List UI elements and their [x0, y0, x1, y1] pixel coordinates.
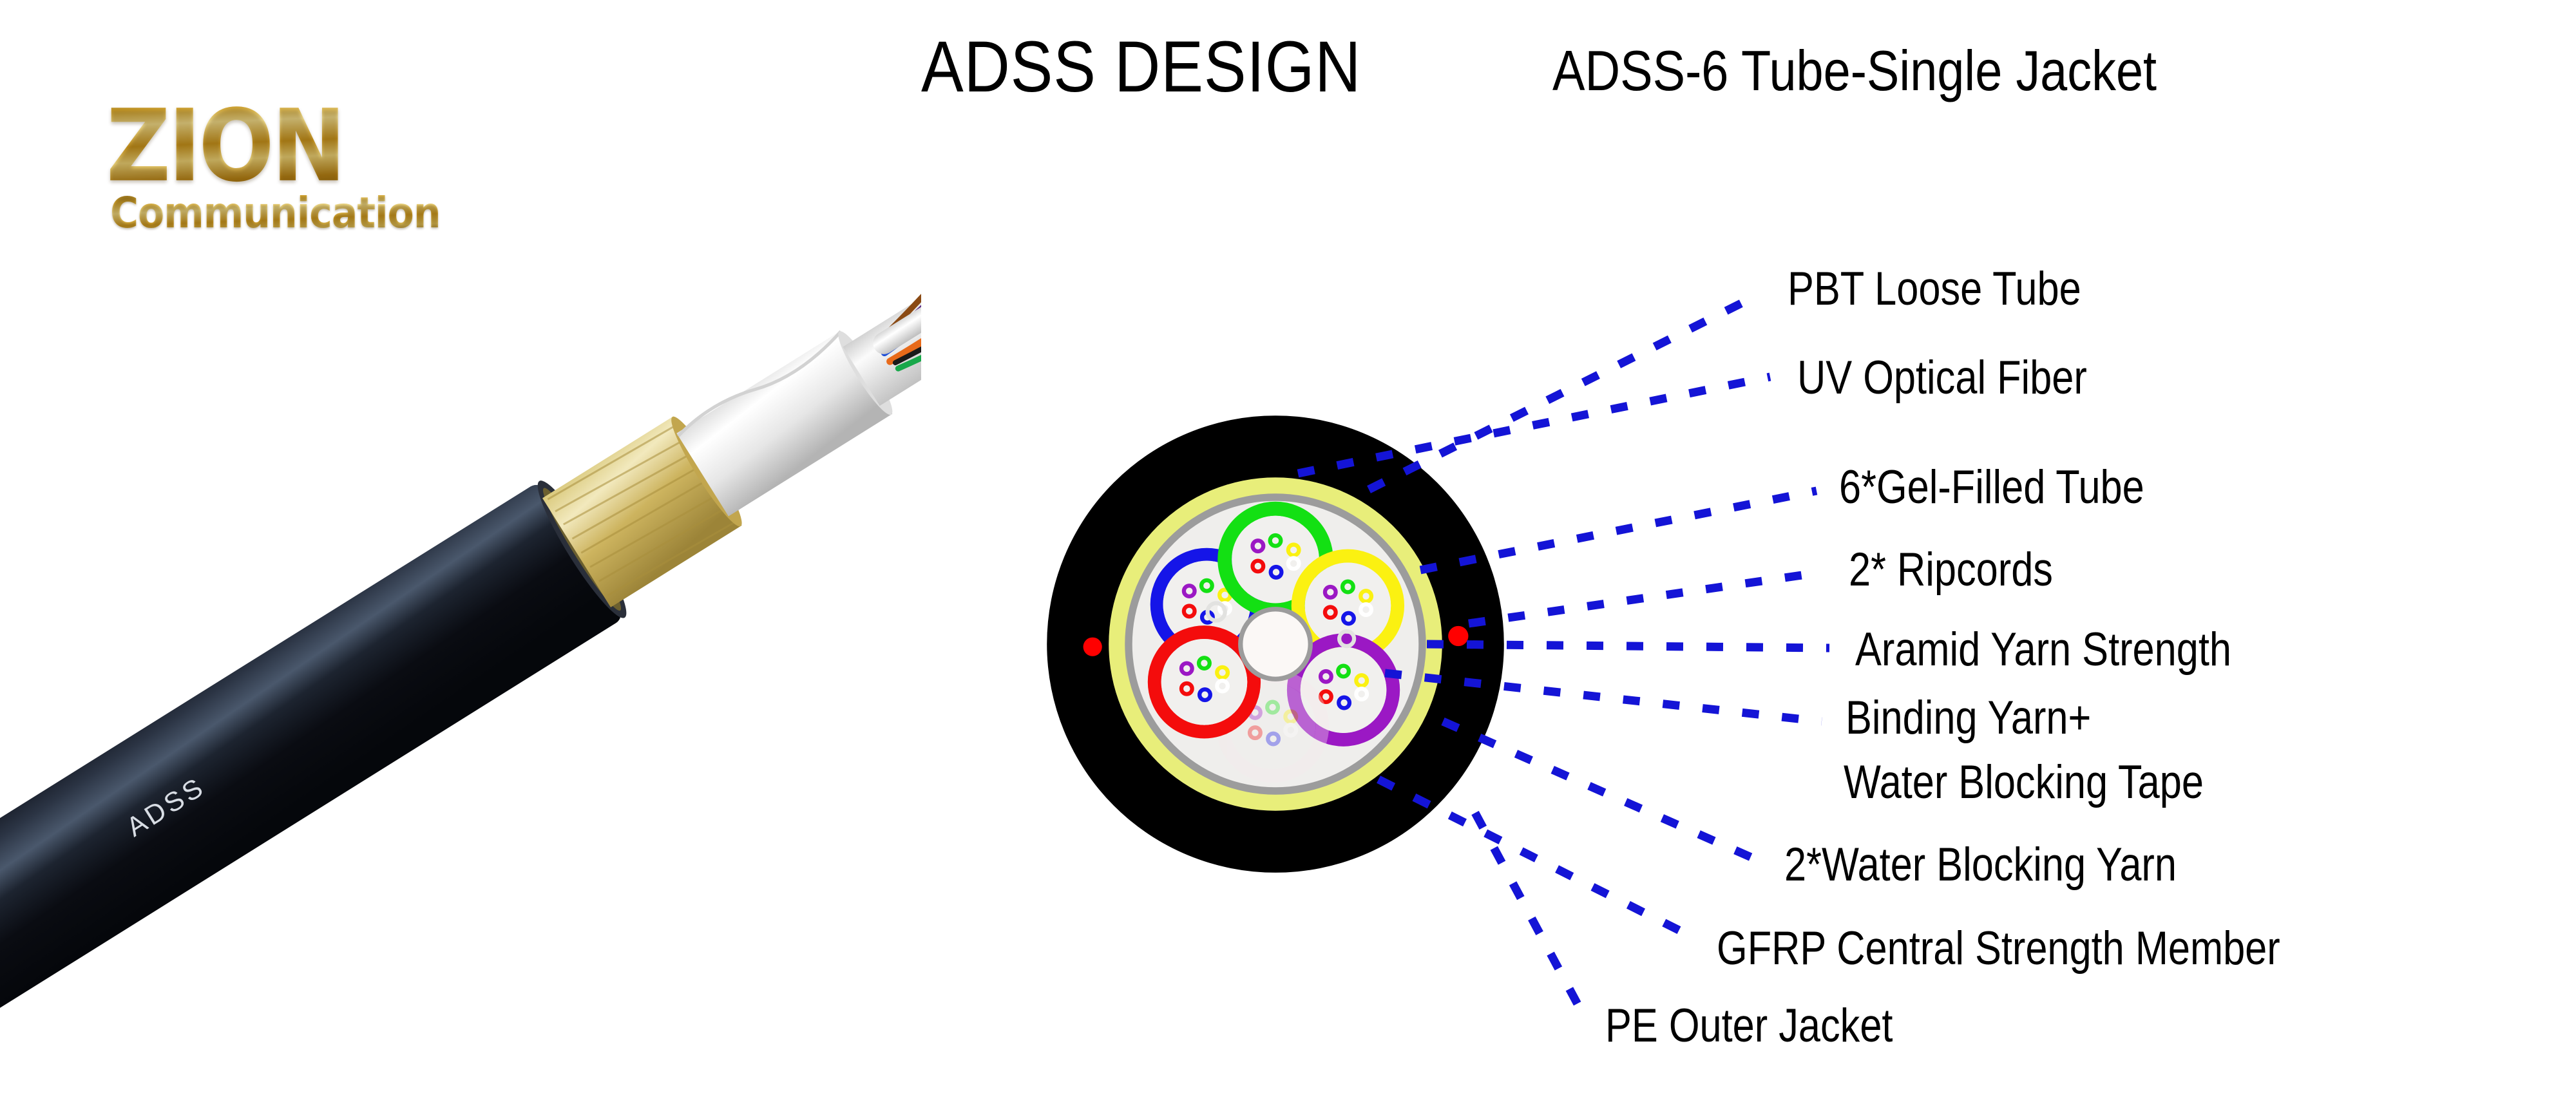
cable-core-tube: [843, 261, 921, 406]
wb-yarn-right: [1337, 629, 1357, 649]
loose-tube-yellow-gel-fill: [1304, 562, 1391, 649]
callout-binding-yarn-line-1: Binding Yarn+: [1846, 692, 2092, 744]
loose-tube-red-fiber-1: [1179, 661, 1194, 676]
ripcord-left: [1083, 637, 1102, 656]
loose-tube-red-fiber-5: [1197, 687, 1212, 703]
brand-wordmark: ZION: [106, 88, 346, 204]
callout-aramid-yarn-strength: Aramid Yarn Strength: [1855, 623, 2231, 676]
loose-tube-white-fiber-3: [1283, 709, 1299, 725]
loose-tube-green-fiber-3: [1286, 542, 1301, 558]
loose-tube-white-fiber-5: [1266, 731, 1281, 747]
loose-tube-red-fiber-6: [1215, 678, 1230, 694]
loose-tube-purple: [1286, 633, 1400, 747]
loose-tube-red-fiber-4: [1179, 681, 1194, 696]
loose-tube-purple-fiber-6: [1354, 686, 1369, 701]
callout-ripcords: 2* Ripcords: [1849, 544, 2053, 596]
cable-cross-section-diagram: [1047, 415, 1504, 873]
aramid-fiber-strands: [547, 424, 737, 596]
loose-tube-red: [1147, 625, 1261, 739]
cable-product-photo: ADSS: [0, 180, 921, 1104]
loose-tube-white-fiber-4: [1247, 725, 1263, 741]
loose-tube-green-fiber-6: [1286, 556, 1301, 571]
loose-tube-yellow-fiber-5: [1340, 611, 1356, 626]
loose-tube-purple-fiber-1: [1318, 669, 1333, 684]
page-title: ADSS DESIGN: [921, 26, 1362, 107]
loose-tube-purple-fiber-4: [1318, 689, 1333, 705]
callout-pe-outer-jacket: PE Outer Jacket: [1605, 1000, 1893, 1052]
loose-tube-red-gel-fill: [1161, 639, 1248, 725]
loose-tube-blue-fiber-2: [1199, 578, 1214, 593]
callout-water-blocking-yarn: 2*Water Blocking Yarn: [1784, 839, 2177, 891]
loose-tube-purple-fiber-2: [1336, 663, 1351, 679]
loose-tube-white-fiber-2: [1265, 700, 1281, 715]
loose-tube-green-fiber-2: [1268, 533, 1283, 548]
tape-wrap-seam: [677, 330, 843, 437]
loose-tube-red-wall: [1147, 625, 1261, 739]
title-block: ADSS DESIGN ADSS-6 Tube-Single Jacket: [921, 31, 2403, 128]
cable-water-blocking-tape: [676, 330, 893, 517]
loose-tube-purple-gel-fill: [1300, 647, 1387, 733]
loose-tube-yellow-fiber-1: [1322, 584, 1338, 600]
loose-tube-white-fiber-6: [1283, 723, 1299, 738]
callout-pbt-loose-tube: PBT Loose Tube: [1788, 263, 2081, 315]
callout-gfrp-central-strength: GFRP Central Strength Member: [1717, 922, 2280, 975]
loose-tube-purple-fiber-5: [1337, 695, 1352, 710]
callout-binding-yarn-line-2: Water Blocking Tape: [1844, 756, 2204, 808]
loose-tube-green-fiber-4: [1250, 558, 1266, 574]
loose-tube-red-fiber-2: [1196, 656, 1212, 671]
page-subtitle: ADSS-6 Tube-Single Jacket: [1552, 39, 2157, 102]
loose-tube-yellow-fiber-4: [1322, 605, 1338, 620]
wb-yarn-upper-left: [1205, 601, 1227, 623]
cable-body-group: [0, 180, 921, 1104]
callout-uv-optical-fiber: UV Optical Fiber: [1797, 352, 2087, 404]
loose-tube-purple-fiber-3: [1354, 673, 1369, 689]
brand-tagline: Communication: [110, 188, 441, 238]
loose-tube-yellow-fiber-2: [1340, 579, 1355, 595]
loose-tube-green-fiber-1: [1250, 538, 1266, 554]
loose-tube-green-fiber-5: [1268, 564, 1284, 580]
loose-tube-red-fiber-3: [1215, 665, 1230, 680]
loose-tube-blue-fiber-1: [1181, 584, 1197, 599]
loose-tube-blue-fiber-4: [1181, 604, 1197, 619]
brand-logo: ZION Communication: [106, 88, 441, 264]
loose-tube-yellow-fiber-6: [1359, 602, 1374, 617]
loose-tube-yellow-fiber-3: [1359, 589, 1374, 604]
callout-gel-filled-tube: 6*Gel-Filled Tube: [1839, 461, 2144, 513]
cable-outer-jacket: [0, 484, 621, 1104]
ripcord-right: [1448, 625, 1469, 647]
gfrp-central-strength-member: [1238, 607, 1313, 681]
